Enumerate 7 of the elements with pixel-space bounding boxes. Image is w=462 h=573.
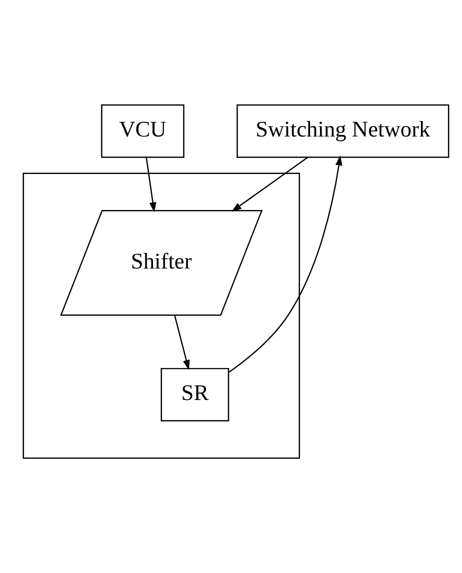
arrow	[228, 155, 342, 374]
node-box: Switching Network	[236, 104, 450, 158]
node-box: VCU	[101, 104, 184, 158]
cluster	[22, 172, 300, 459]
arrow	[174, 315, 190, 370]
node-box: SR	[160, 368, 230, 422]
arrow	[146, 157, 156, 212]
